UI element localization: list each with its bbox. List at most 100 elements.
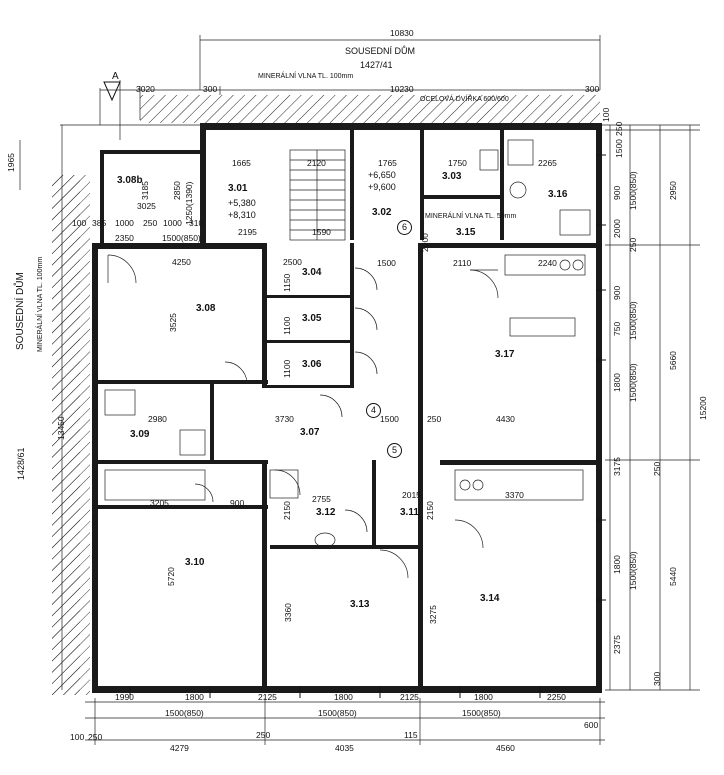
dim-3370: 3370 [505, 490, 524, 500]
note-mineral-wool-mid: MINERÁLNÍ VLNA TL. 50mm [425, 213, 517, 220]
dim-250-corridor: 250 [427, 414, 442, 424]
dim-bottom-2125a: 2125 [258, 692, 277, 702]
dim-right-250b: 250 [628, 237, 638, 252]
level-3-02-a: +6,650 [368, 170, 396, 180]
dim-2110: 2110 [453, 258, 472, 268]
windows-right [596, 154, 606, 601]
dim-right-250a: 250 [614, 121, 624, 136]
dim-bottom-4035: 4035 [335, 743, 354, 753]
dim-3525: 3525 [168, 313, 178, 332]
dim-1965: 1965 [6, 153, 16, 172]
dim-1000b: 1000 [163, 218, 182, 228]
marker-4: 4 [366, 403, 381, 418]
room-3-04: 3.04 [302, 267, 322, 278]
dim-2150: 2150 [282, 501, 292, 520]
dim-310: 310 [189, 218, 204, 228]
neighbor-hatch-top [140, 95, 600, 123]
dim-bottom-window-2: 1500(850) [318, 708, 357, 718]
marker-5: 5 [387, 443, 402, 458]
dim-bottom-1800c: 1800 [474, 692, 493, 702]
level-3-02-b: +9,600 [368, 182, 396, 192]
interior-walls [98, 130, 598, 688]
dim-1750: 1750 [448, 158, 467, 168]
dim-250: 250 [143, 218, 158, 228]
dim-1500-850: 1500(850) [162, 233, 201, 243]
dim-bottom-2250: 2250 [547, 692, 566, 702]
dim-10230: 10230 [390, 84, 414, 94]
dim-3730: 3730 [275, 414, 294, 424]
dim-bottom-250b: 250 [256, 730, 271, 740]
dim-bottom-250a: 250 [88, 732, 103, 742]
room-3-17: 3.17 [495, 349, 515, 360]
level-3-01-b: +8,310 [228, 210, 256, 220]
dim-right-1500: 1500 [614, 139, 624, 158]
dim-1590: 1590 [312, 227, 331, 237]
dim-right-1800b: 1800 [612, 555, 622, 574]
dim-right-100: 100 [601, 107, 611, 122]
dim-overall-top: 10830 [390, 28, 414, 38]
left-dimension-lines [19, 80, 121, 690]
section-arrow [103, 81, 121, 102]
dim-1250-1390: 1250(1390) [184, 181, 194, 225]
room-3-07: 3.07 [300, 427, 320, 438]
dim-5720: 5720 [166, 567, 176, 586]
room-3-11: 3.11 [400, 507, 419, 518]
room-3-06: 3.06 [302, 359, 322, 370]
dim-bottom-1800a: 1800 [185, 692, 204, 702]
dim-900: 900 [230, 498, 245, 508]
room-3-13: 3.13 [350, 599, 370, 610]
room-3-10: 3.10 [185, 557, 205, 568]
dim-3205: 3205 [150, 498, 169, 508]
dim-1765: 1765 [378, 158, 397, 168]
dim-2120: 2120 [307, 158, 326, 168]
dim-bottom-4279: 4279 [170, 743, 189, 753]
dim-1100b: 1100 [282, 359, 292, 378]
dim-right-900: 900 [612, 185, 622, 200]
dim-1100a: 1100 [282, 316, 292, 335]
note-mineral-wool-left: MINERÁLNÍ VLNA TL. 100mm [37, 256, 44, 352]
dim-1500-corridor: 1500 [380, 414, 399, 424]
dim-right-2375: 2375 [612, 635, 622, 654]
dim-3275: 3275 [428, 605, 438, 624]
room-3-16: 3.16 [548, 189, 568, 200]
dim-300b: 300 [585, 84, 600, 94]
dim-right-1800a: 1800 [612, 373, 622, 392]
room-3-02: 3.02 [372, 207, 392, 218]
marker-6: 6 [397, 220, 412, 235]
dim-bottom-1800b: 1800 [334, 692, 353, 702]
room-3-08: 3.08 [196, 303, 216, 314]
neighbor-left-number: 1428/61 [16, 447, 26, 480]
dim-right-1500-850b: 1500(850) [628, 301, 638, 340]
dim-4250: 4250 [172, 257, 191, 267]
room-3-01: 3.01 [228, 183, 248, 194]
dim-1150: 1150 [282, 273, 292, 292]
outer-walls [92, 123, 602, 693]
level-3-01-a: +5,380 [228, 198, 256, 208]
dim-bottom-115: 115 [404, 730, 418, 740]
note-steel-lintel: OCELOVÁ DVÍŘKA 600/600 [420, 96, 509, 103]
room-3-08b: 3.08b [117, 175, 143, 186]
dim-385: 385 [92, 218, 107, 228]
dim-2350: 2350 [115, 233, 134, 243]
room-3-12: 3.12 [316, 507, 336, 518]
dim-2500: 2500 [283, 257, 302, 267]
room-3-15: 3.15 [456, 227, 476, 238]
dim-right-2950: 2950 [668, 181, 678, 200]
dim-2000-inner: 2000 [420, 233, 430, 252]
room-3-05: 3.05 [302, 313, 322, 324]
dim-2850: 2850 [172, 181, 182, 200]
dim-4430: 4430 [496, 414, 515, 424]
section-mark-label: A [112, 71, 119, 82]
dim-bottom-100: 100 [70, 732, 85, 742]
note-mineral-wool-top: MINERÁLNÍ VLNA TL. 100mm [258, 73, 354, 80]
sanitary-fixtures [104, 139, 591, 548]
room-3-09: 3.09 [130, 429, 150, 440]
dim-right-750: 750 [612, 321, 622, 336]
dim-2150b: 2150 [425, 501, 435, 520]
dim-300a: 300 [203, 84, 218, 94]
dim-2195: 2195 [238, 227, 257, 237]
dim-3020: 3020 [136, 84, 155, 94]
dim-right-15200: 15200 [698, 396, 708, 420]
